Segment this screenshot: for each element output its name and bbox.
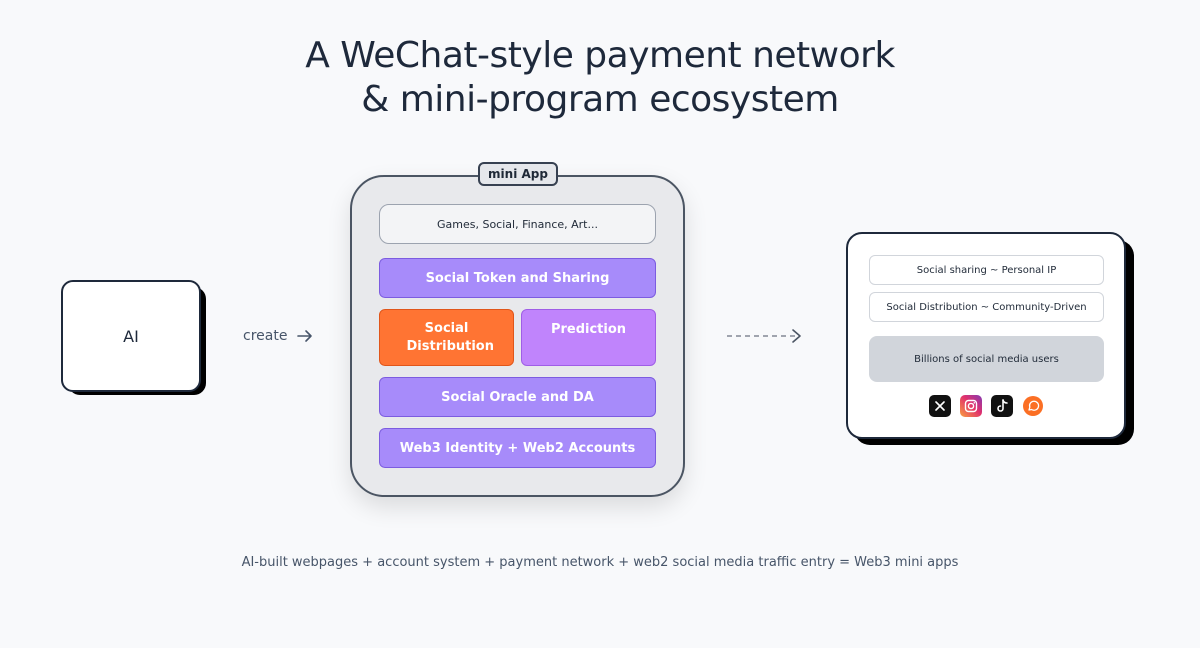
- prediction-label: Prediction: [550, 322, 627, 337]
- title-line-2: & mini-program ecosystem: [361, 79, 839, 120]
- diagram-title: A WeChat-style payment network & mini-pr…: [0, 34, 1200, 122]
- create-label: create: [243, 328, 288, 344]
- dashed-arrow-icon: [727, 329, 801, 343]
- chat-bubble-icon: [1022, 395, 1044, 417]
- mini-app-tab: mini App: [478, 162, 558, 186]
- social-distribution-pill-label: Social Distribution ~ Community-Driven: [886, 301, 1087, 313]
- tiktok-icon: [991, 395, 1013, 417]
- billions-users-block: Billions of social media users: [869, 336, 1104, 382]
- social-oracle-label: Social Oracle and DA: [441, 389, 594, 405]
- social-distribution-label: Social Distribution: [406, 320, 494, 354]
- social-token-block: Social Token and Sharing: [379, 258, 656, 298]
- social-token-label: Social Token and Sharing: [425, 270, 610, 286]
- identity-label: Web3 Identity + Web2 Accounts: [399, 440, 636, 456]
- x-icon: [929, 395, 951, 417]
- social-distribution-pill: Social Distribution ~ Community-Driven: [869, 292, 1104, 322]
- social-sharing-pill: Social sharing ~ Personal IP: [869, 255, 1104, 285]
- create-connector: create: [243, 325, 313, 347]
- billions-users-label: Billions of social media users: [914, 353, 1059, 365]
- social-distribution-block: Social Distribution: [379, 309, 514, 366]
- social-oracle-block: Social Oracle and DA: [379, 377, 656, 417]
- social-icons-row: [929, 395, 1044, 417]
- right-arrow-icon: [297, 330, 313, 342]
- categories-label: Games, Social, Finance, Art...: [436, 217, 598, 231]
- footer-equation: AI-built webpages + account system + pay…: [241, 555, 959, 570]
- social-sharing-label: Social sharing ~ Personal IP: [916, 264, 1057, 276]
- identity-block: Web3 Identity + Web2 Accounts: [379, 428, 656, 468]
- title-line-1: A WeChat-style payment network: [305, 35, 895, 76]
- ai-label: AI: [123, 326, 139, 346]
- instagram-icon: [960, 395, 982, 417]
- categories-block: Games, Social, Finance, Art...: [379, 204, 656, 244]
- mini-app-tab-label: mini App: [488, 167, 548, 181]
- prediction-block: Prediction: [521, 309, 656, 366]
- ai-box: AI: [61, 280, 201, 392]
